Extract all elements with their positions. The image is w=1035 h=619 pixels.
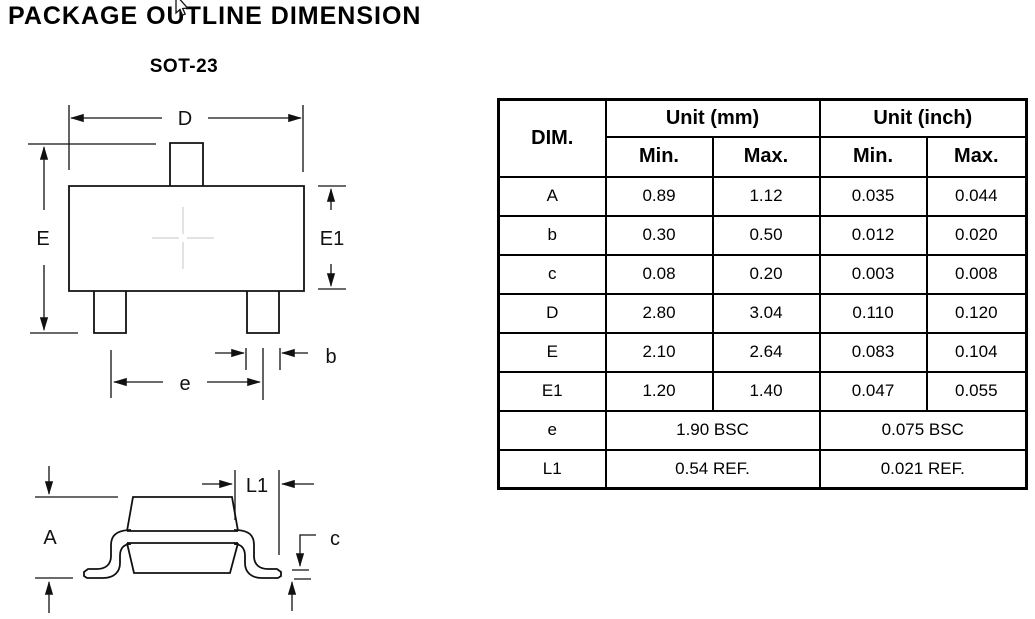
in-min-cell: 0.047 xyxy=(818,370,928,412)
side-body-lower xyxy=(126,542,239,574)
mm-value-cell: 1.90 BSC xyxy=(604,409,821,451)
dim-cell: E1 xyxy=(497,370,607,412)
dim-label-L1: L1 xyxy=(246,475,268,497)
top-tab-outline xyxy=(169,142,204,186)
table-row: E 2.10 2.64 0.083 0.104 xyxy=(497,331,1028,373)
in-min-cell: 0.012 xyxy=(818,214,928,256)
dim-cell: A xyxy=(497,175,607,217)
mm-min-cell: 0.08 xyxy=(604,253,714,295)
mm-max-cell: 0.50 xyxy=(711,214,821,256)
dim-label-E: E xyxy=(36,228,49,250)
dim-label-c: c xyxy=(330,528,340,550)
dim-label-D: D xyxy=(178,108,192,130)
in-max-cell: 0.044 xyxy=(925,175,1028,217)
page-title: PACKAGE OUTLINE DIMENSION xyxy=(8,2,422,30)
in-min-cell: 0.035 xyxy=(818,175,928,217)
table-header-row-units: DIM. Unit (mm) Unit (inch) xyxy=(497,98,1028,178)
package-body-outline xyxy=(68,185,305,292)
package-name: SOT-23 xyxy=(149,56,219,77)
header-inch-max: Max. xyxy=(925,135,1028,178)
in-min-cell: 0.003 xyxy=(818,253,928,295)
mm-min-cell: 2.80 xyxy=(604,292,714,334)
package-outline-drawing: D E E1 b e A L1 c xyxy=(28,105,346,613)
dim-cell: b xyxy=(497,214,607,256)
table-row: b 0.30 0.50 0.012 0.020 xyxy=(497,214,1028,256)
header-unit-inch: Unit (inch) xyxy=(818,98,1028,138)
mm-max-cell: 2.64 xyxy=(711,331,821,373)
table-row: A 0.89 1.12 0.035 0.044 xyxy=(497,175,1028,217)
top-view-drawing xyxy=(68,142,305,334)
dim-label-A: A xyxy=(43,527,57,549)
header-mm-max: Max. xyxy=(711,135,821,178)
side-view-dimensions xyxy=(35,466,316,613)
mm-max-cell: 1.12 xyxy=(711,175,821,217)
center-cross-mark xyxy=(152,207,214,269)
table-header-row-minmax: Min. Max. Min. Max. xyxy=(499,135,1028,178)
mm-max-cell: 3.04 xyxy=(711,292,821,334)
mm-min-cell: 0.89 xyxy=(604,175,714,217)
table-row-merged: L1 0.54 REF. 0.021 REF. xyxy=(497,448,1028,490)
table-row: E1 1.20 1.40 0.047 0.055 xyxy=(497,370,1028,412)
left-pin-outline xyxy=(93,291,127,334)
dim-cell: D xyxy=(497,292,607,334)
header-inch-min: Min. xyxy=(818,135,928,178)
dim-cell: e xyxy=(497,409,607,451)
dimension-table: DIM. Unit (mm) Unit (inch) Min. Max. Min… xyxy=(497,98,1029,490)
in-max-cell: 0.008 xyxy=(925,253,1028,295)
side-body-upper xyxy=(126,496,239,532)
inch-value-cell: 0.021 REF. xyxy=(818,448,1028,490)
dim-cell: L1 xyxy=(497,448,607,490)
top-view-dimensions xyxy=(28,105,346,400)
in-max-cell: 0.055 xyxy=(925,370,1028,412)
header-mm-min: Min. xyxy=(604,135,714,178)
dim-label-E1: E1 xyxy=(320,228,344,250)
dim-label-b: b xyxy=(325,346,336,368)
in-min-cell: 0.110 xyxy=(818,292,928,334)
mm-min-cell: 2.10 xyxy=(604,331,714,373)
dim-cell: c xyxy=(497,253,607,295)
mm-max-cell: 1.40 xyxy=(711,370,821,412)
side-view-drawing xyxy=(83,496,282,579)
table-row-merged: e 1.90 BSC 0.075 BSC xyxy=(497,409,1028,451)
inch-value-cell: 0.075 BSC xyxy=(818,409,1028,451)
header-unit-mm: Unit (mm) xyxy=(604,98,821,138)
right-lead-outline xyxy=(233,529,282,579)
in-min-cell: 0.083 xyxy=(818,331,928,373)
mm-max-cell: 0.20 xyxy=(711,253,821,295)
dim-label-e: e xyxy=(179,373,190,395)
in-max-cell: 0.020 xyxy=(925,214,1028,256)
table-row: c 0.08 0.20 0.003 0.008 xyxy=(497,253,1028,295)
mm-min-cell: 1.20 xyxy=(604,370,714,412)
dim-cell: E xyxy=(497,331,607,373)
mouse-cursor-icon xyxy=(175,0,189,17)
in-max-cell: 0.120 xyxy=(925,292,1028,334)
left-lead-outline xyxy=(83,529,132,579)
mm-value-cell: 0.54 REF. xyxy=(604,448,821,490)
mm-min-cell: 0.30 xyxy=(604,214,714,256)
in-max-cell: 0.104 xyxy=(925,331,1028,373)
right-pin-outline xyxy=(246,291,280,334)
header-dim: DIM. xyxy=(497,98,607,178)
table-row: D 2.80 3.04 0.110 0.120 xyxy=(497,292,1028,334)
